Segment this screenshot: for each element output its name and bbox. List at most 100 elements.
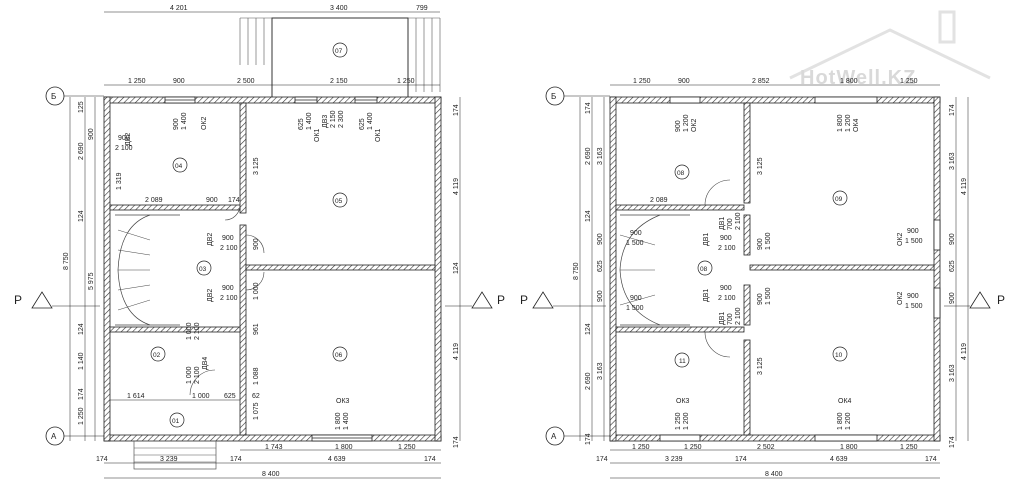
dim-left-misc-4: 174: [585, 433, 592, 445]
window-label-a: 900: [675, 120, 682, 132]
window-label-a: 900: [173, 118, 180, 130]
staircase: [619, 214, 690, 326]
outer-walls: [609, 96, 941, 442]
window-label-b: 1 400: [343, 412, 350, 430]
room-tag-07: 07: [335, 48, 343, 55]
door-label-name: ДВ1: [719, 217, 726, 230]
misc-dims: 2 089 900 174 3 125 1 000 2 100 1 088 1 …: [145, 157, 260, 420]
dim-top-4: 1 800: [840, 78, 858, 85]
dim-left-misc-2: 124: [585, 210, 592, 222]
room-tag-03: 03: [199, 266, 207, 273]
section-marker-left: P: [14, 293, 22, 307]
dim-top-outer-1: 4 201: [170, 5, 188, 12]
door-label-name: ДВ2: [125, 133, 132, 146]
watermark: HotWell.KZ: [789, 10, 991, 89]
dim-left-misc-3: 124: [585, 323, 592, 335]
window-label-a: 1 250: [675, 412, 682, 430]
dim-right-4: 900: [949, 233, 956, 245]
door-label-a: 900: [222, 235, 234, 242]
dim-left-misc-3: 124: [78, 323, 85, 335]
misc-dims: 2 089 900 1 500 900 1 500 3 125 3 125 90…: [626, 157, 772, 375]
dimension-lines: [579, 84, 969, 479]
dim-left-misc-1: 125: [78, 101, 85, 113]
window-label-name: ОК2: [691, 118, 698, 132]
windows: [164, 96, 378, 442]
dim-bottom-lower-2: 1 250: [684, 444, 702, 451]
window-label-name: ОК3: [676, 398, 690, 405]
window-label-b: 1 400: [306, 112, 313, 130]
window-labels: 900 1 400 ОК2 625 1 400 ОК1 625 1 400 ОК…: [173, 112, 382, 430]
dim-bottom-inner-3: 625: [224, 393, 236, 400]
section-marker-right: P: [997, 293, 1005, 307]
section-marker-left: P: [520, 293, 528, 307]
dim-left-inner-3: 900: [597, 233, 604, 245]
dim-right-3: 124: [453, 262, 460, 274]
misc-dim: 1 075: [253, 402, 260, 420]
dim-bottom-lower-2: 1 800: [335, 444, 353, 451]
misc-dim: 3 125: [757, 157, 764, 175]
windows: [659, 96, 941, 442]
dim-bottom-main-3: 174: [735, 456, 747, 463]
door-label-a: 700: [727, 313, 734, 325]
window-label-a: 625: [298, 118, 305, 130]
axis-label-b: Б: [551, 92, 556, 101]
dim-right-7: 3 163: [949, 364, 956, 382]
window-label-name: ОК2: [201, 116, 208, 130]
dim-top-5: 1 250: [900, 78, 918, 85]
window-label-b: 1 200: [683, 412, 690, 430]
dim-bottom-main-5: 174: [925, 456, 937, 463]
misc-dim: 3 125: [253, 157, 260, 175]
door-label-b: 2 300: [338, 110, 345, 128]
door-label-a: 2 150: [330, 110, 337, 128]
dim-bottom-lower-5: 1 250: [900, 444, 918, 451]
dim-left-inner-7: 2 690: [585, 372, 592, 390]
dim-top-4: 2 150: [330, 78, 348, 85]
window-label-a: 625: [359, 118, 366, 130]
misc-dim: 1 500: [765, 232, 772, 250]
plan-ground-floor: Б А P P 4 201 3 400 799 1 250: [14, 5, 505, 479]
dim-top-5: 1 250: [397, 78, 415, 85]
door-label-b: 2 100: [220, 245, 238, 252]
door-label-b: 2 100: [220, 295, 238, 302]
room-tag-06: 06: [335, 352, 343, 359]
misc-dim: 1 500: [765, 287, 772, 305]
window-label-name: ОК2: [897, 291, 904, 305]
window-labels: 900 1 200 ОК2 1 800 1 200 ОК4 900 1 500 …: [675, 114, 923, 430]
dim-top-2: 900: [678, 78, 690, 85]
door-label-a: 900: [222, 285, 234, 292]
dim-left-inner-4: 1 250: [78, 407, 85, 425]
door-label-name: ДВ2: [207, 289, 214, 302]
dim-bottom-main-2: 3 239: [160, 456, 178, 463]
dim-top-1: 1 250: [633, 78, 651, 85]
room-tags: 08 09 08 10 11: [674, 164, 848, 368]
room-tag-05: 05: [335, 198, 343, 205]
misc-dim: 961: [253, 323, 260, 335]
misc-dim: 900: [630, 295, 642, 302]
dim-bottom-lower-3: 2 502: [757, 444, 775, 451]
room-tag-11: 11: [679, 358, 686, 365]
room-tag-08b: 08: [700, 266, 708, 273]
dim-left-inner-1: 2 690: [585, 147, 592, 165]
dim-right-1: 174: [453, 104, 460, 116]
door-label-name: ДВ3: [322, 115, 329, 128]
misc-dim: 1 000: [186, 322, 193, 340]
dim-right-5: 174: [453, 436, 460, 448]
dim-left-inner-2: 3 163: [597, 147, 604, 165]
window-label-a: 1 800: [335, 412, 342, 430]
misc-dim: 2 089: [145, 197, 163, 204]
room-tag-09: 09: [835, 196, 843, 203]
misc-dim: 900: [630, 230, 642, 237]
door-label-b: 2 100: [718, 295, 736, 302]
door-label-a: 900: [720, 235, 732, 242]
misc-dim: 1 088: [253, 367, 260, 385]
dim-left-misc-4: 1 319: [116, 172, 123, 190]
inner-walls: [109, 102, 436, 436]
dim-top-2: 900: [173, 78, 185, 85]
dim-right-5: 625: [949, 260, 956, 272]
dim-top-1: 1 250: [128, 78, 146, 85]
misc-dim: 174: [228, 197, 240, 204]
dim-right-2: 4 119: [453, 178, 460, 195]
dim-bottom-lower-1: 1 250: [632, 444, 650, 451]
window-label-b: 1 500: [905, 303, 923, 310]
